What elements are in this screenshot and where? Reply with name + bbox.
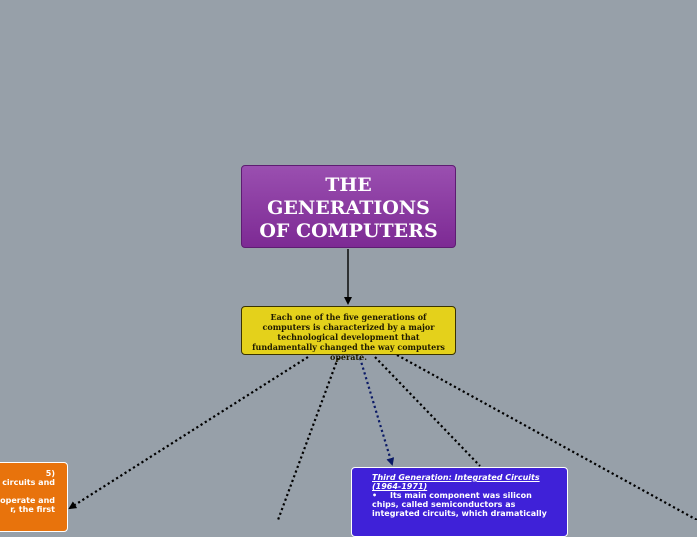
connector-to-fifth-generation — [396, 354, 697, 520]
connector-to-third-generation — [358, 357, 395, 466]
second-generation-line — [0, 487, 55, 496]
second-generation-line: s circuits and — [0, 478, 55, 487]
connector-canvas — [68, 249, 697, 520]
second-generation-line: 5) — [45, 469, 55, 478]
root-topic-node[interactable]: THE GENERATIONS OF COMPUTERS — [241, 165, 456, 248]
connector-to-first-generation — [276, 357, 340, 520]
summary-topic-text: Each one of the five generations of comp… — [252, 312, 445, 362]
summary-topic-node[interactable]: Each one of the five generations of comp… — [241, 306, 456, 362]
second-generation-line: r, the first — [10, 505, 55, 514]
third-generation-body: •Its main component was silicon chips, c… — [372, 491, 561, 518]
second-generation-node[interactable]: 5) s circuits and operate and r, the fir… — [0, 462, 68, 532]
connector-to-fourth-generation — [374, 356, 481, 467]
root-topic-title: THE GENERATIONS OF COMPUTERS — [259, 174, 438, 242]
third-generation-node[interactable]: Third Generation: Integrated Circuits (1… — [351, 467, 568, 537]
bullet-icon: • — [372, 491, 378, 500]
connector-to-second-generation — [68, 356, 309, 510]
third-generation-text: Its main component was silicon chips, ca… — [372, 491, 547, 518]
third-generation-title: Third Generation: Integrated Circuits (1… — [372, 473, 540, 491]
second-generation-line: operate and — [0, 496, 55, 505]
